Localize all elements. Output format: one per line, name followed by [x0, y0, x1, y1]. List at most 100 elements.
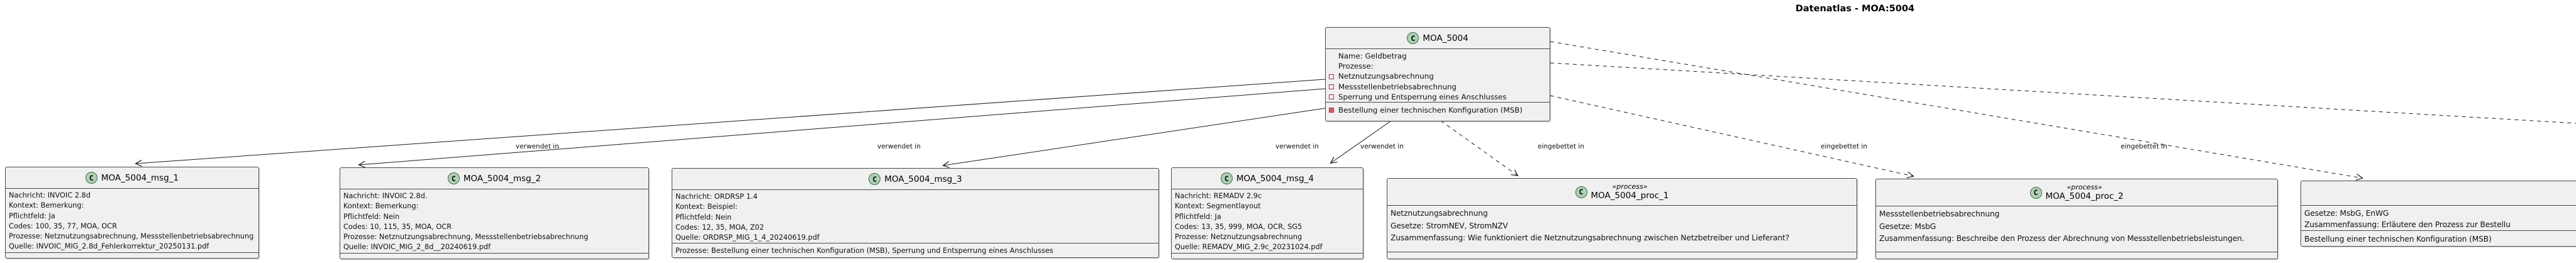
- attr-row: Kontext: Bemerkung:: [9, 201, 84, 210]
- class-box-moa-5004-msg-4: C MOA_5004_msg_4 Nachricht: REMADV 2.9c …: [1171, 167, 1363, 259]
- edge-label-eingebettet-in-3: eingebettet in: [2121, 143, 2167, 150]
- field-square-icon: [1329, 84, 1338, 89]
- class-c-icon: C: [1220, 172, 1233, 184]
- attr-text: Netznutzungsabrechnung: [1338, 72, 1434, 81]
- attr-row: Nachricht: INVOIC 2.8d.: [343, 192, 428, 200]
- class-name: MOA_5004_proc_1: [1591, 190, 1669, 201]
- attr-row: Kontext: Segmentlayout: [1175, 202, 1261, 211]
- attr-row: Prozesse: Netznutzungsabrechnung, Messst…: [343, 233, 589, 242]
- attr-row: Name: Geldbetrag: [1329, 51, 1546, 61]
- class-title-msg-4: C MOA_5004_msg_4: [1172, 168, 1363, 189]
- class-methods: Bestellung einer technischen Konfigurati…: [1326, 102, 1550, 121]
- class-box-moa-5004-msg-1: C MOA_5004_msg_1 Nachricht: INVOIC 2.8d …: [5, 167, 259, 259]
- attr-row: Pflichtfeld: Ja: [9, 211, 55, 220]
- class-name: MOA_5004_msg_3: [884, 174, 962, 184]
- edge-msg3: [943, 108, 1326, 165]
- class-attributes: Nachricht: INVOIC 2.8d Kontext: Bemerkun…: [6, 189, 258, 252]
- edge-label-verwendet-in-4: verwendet in: [1360, 143, 1404, 150]
- class-title-proc-2: C «process» MOA_5004_proc_2: [1876, 179, 2277, 206]
- attr-row: Codes: 100, 35, 77, MOA, OCR: [9, 221, 118, 230]
- field-square-icon: [1329, 94, 1338, 99]
- attr-row: Prozesse: Netznutzungsabrechnung, Messst…: [9, 232, 254, 241]
- attr-row: Gesetze: MsbG, EnWG: [2304, 209, 2389, 218]
- class-box-moa-5004-msg-3: C MOA_5004_msg_3 Nachricht: ORDRSP 1.4 K…: [672, 168, 1159, 258]
- attr-row: Codes: 13, 35, 999, MOA, OCR, SG5: [1175, 222, 1302, 231]
- class-attributes: Netznutzungsabrechnung Gesetze: StromNEV…: [1387, 206, 1857, 252]
- attr-row: Pflichtfeld: Nein: [343, 212, 400, 221]
- edge-proc2: [1550, 95, 1913, 176]
- class-attributes: Nachricht: ORDRSP 1.4 Kontext: Beispiel:…: [672, 190, 1158, 243]
- empty-methods-compartment: [1172, 252, 1363, 259]
- attr-row: Quelle: INVOIC_MIG_2.8d_Fehlerkorrektur_…: [9, 242, 209, 251]
- attr-row: Kontext: Beispiel:: [675, 203, 738, 211]
- class-title-proc-1: C «process» MOA_5004_proc_1: [1387, 179, 1857, 206]
- attr-row: Pflichtfeld: Ja: [1175, 212, 1221, 221]
- class-attributes: Nachricht: REMADV 2.9c Kontext: Segmentl…: [1172, 189, 1363, 253]
- class-name: MOA_5004: [1423, 33, 1468, 43]
- edge-msg2: [359, 88, 1326, 165]
- attr-text: Messstellenbetriebsabrechnung: [1338, 82, 1457, 91]
- attr-text: Sperrung und Entsperrung eines Anschluss…: [1338, 92, 1507, 101]
- edge-msg1: [136, 79, 1326, 164]
- edge-label-verwendet-in-3: verwendet in: [1275, 143, 1319, 150]
- attr-row: Messstellenbetriebsabrechnung: [1879, 210, 2000, 218]
- class-box-moa-5004-proc-2: C «process» MOA_5004_proc_2 Messstellenb…: [1875, 179, 2278, 259]
- stereotype-process: «process»: [1612, 182, 1648, 191]
- class-box-moa-5004-msg-2: C MOA_5004_msg_2 Nachricht: INVOIC 2.8d.…: [340, 167, 649, 259]
- attr-row: Netznutzungsabrechnung: [1391, 209, 1488, 218]
- class-name: MOA_5004_proc_2: [2045, 191, 2124, 201]
- class-attributes: Nachricht: INVOIC 2.8d. Kontext: Bemerku…: [340, 189, 648, 253]
- class-c-icon: C: [447, 172, 460, 184]
- method-row: Bestellung einer technischen Konfigurati…: [2304, 235, 2492, 243]
- class-title-proc-3: [2301, 181, 2576, 206]
- attr-text: Prozesse:: [1338, 62, 1374, 71]
- attr-row: Prozesse:: [1329, 61, 1546, 71]
- class-title-msg-3: C MOA_5004_msg_3: [672, 169, 1158, 190]
- attr-row: Gesetze: MsbG: [1879, 221, 1936, 231]
- attr-row: Codes: 12, 35, MOA, Z02: [675, 223, 764, 232]
- class-title-msg-1: C MOA_5004_msg_1: [6, 167, 258, 189]
- edge-label-eingebettet-in-1: eingebettet in: [1538, 143, 1584, 150]
- attr-row: Nachricht: ORDRSP 1.4: [675, 193, 758, 201]
- class-c-icon: C: [869, 173, 881, 185]
- class-box-moa-5004: C MOA_5004 Name: Geldbetrag Prozesse: Ne…: [1325, 27, 1550, 121]
- attr-row: Pflichtfeld: Nein: [675, 213, 732, 221]
- attr-row: Sperrung und Entsperrung eines Anschluss…: [1329, 92, 1546, 102]
- attr-row: Nachricht: INVOIC 2.8d: [9, 191, 91, 199]
- class-c-icon: C: [2029, 186, 2042, 199]
- class-attributes: Gesetze: MsbG, EnWG Zusammenfassung: Erl…: [2301, 206, 2576, 230]
- method-text: Bestellung einer technischen Konfigurati…: [1338, 106, 1523, 115]
- attr-row: Zusammenfassung: Erläutere den Prozess z…: [2304, 220, 2511, 229]
- attr-row: Codes: 10, 115, 35, MOA, OCR: [343, 222, 452, 231]
- class-attributes: Name: Geldbetrag Prozesse: Netznutzungsa…: [1326, 49, 1550, 102]
- edge-label-eingebettet-in-2: eingebettet in: [1821, 143, 1867, 150]
- edge-label-verwendet-in-2: verwendet in: [877, 143, 921, 150]
- method-row: Prozesse: Bestellung einer technischen K…: [675, 247, 1053, 255]
- attr-row: Quelle: INVOIC_MIG_2_8d__20240619.pdf: [343, 243, 491, 252]
- class-c-icon: C: [1575, 186, 1587, 198]
- attr-text: Name: Geldbetrag: [1338, 52, 1407, 60]
- attr-row: Messstellenbetriebsabrechnung: [1329, 82, 1546, 92]
- edge-offcanvas: [1550, 62, 2576, 124]
- class-name: MOA_5004_msg_2: [463, 173, 541, 184]
- attr-row: Prozesse: Netznutzungsabrechnung: [1175, 233, 1302, 242]
- diagram-title: Datenatlas - MOA:5004: [1796, 4, 1915, 14]
- attr-row: Netznutzungsabrechnung: [1329, 71, 1546, 81]
- attr-row: Kontext: Bemerkung:: [343, 202, 419, 211]
- class-box-moa-5004-proc-1: C «process» MOA_5004_proc_1 Netznutzungs…: [1387, 178, 1857, 259]
- empty-methods-compartment: [6, 252, 258, 258]
- class-methods: Bestellung einer technischen Konfigurati…: [2301, 230, 2576, 246]
- class-c-icon: C: [85, 172, 97, 184]
- method-square-icon: [1329, 108, 1338, 113]
- attr-row: Quelle: ORDRSP_MIG_1_4_20240619.pdf: [675, 233, 820, 242]
- class-title-msg-2: C MOA_5004_msg_2: [340, 168, 648, 189]
- class-attributes: Messstellenbetriebsabrechnung Gesetze: M…: [1876, 206, 2277, 252]
- class-name: MOA_5004_msg_4: [1236, 173, 1314, 184]
- attr-row: Nachricht: REMADV 2.9c: [1175, 192, 1262, 200]
- attr-row: Zusammenfassung: Wie funktioniert die Ne…: [1391, 233, 1790, 242]
- attr-row: Zusammenfassung: Beschreibe den Prozess …: [1879, 234, 2245, 243]
- attr-row: Gesetze: StromNEV, StromNZV: [1391, 221, 1508, 230]
- field-square-icon: [1329, 74, 1338, 79]
